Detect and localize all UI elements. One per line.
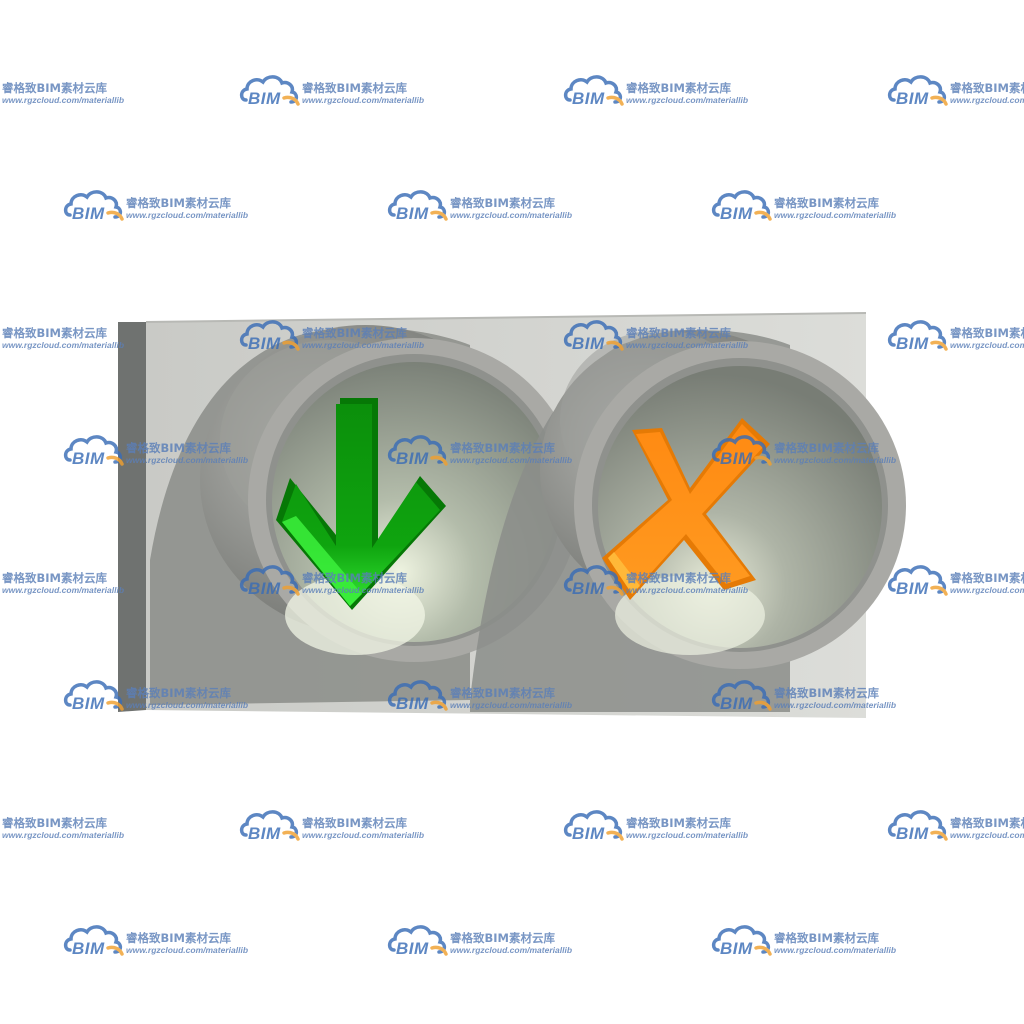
left-lamp bbox=[150, 325, 580, 705]
down-arrow-icon bbox=[276, 398, 446, 610]
housing-side bbox=[118, 322, 146, 712]
